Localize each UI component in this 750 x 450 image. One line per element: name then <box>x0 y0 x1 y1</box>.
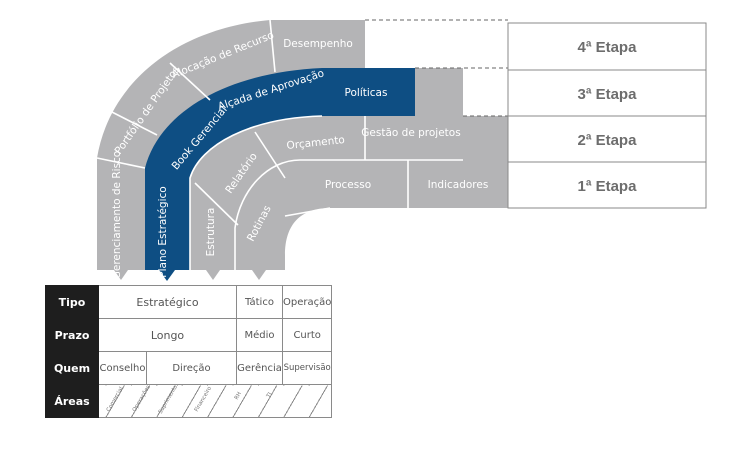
politicas-label: Políticas <box>345 87 388 99</box>
pointer-plan <box>159 270 175 281</box>
quem-conselho: Conselho <box>98 351 147 385</box>
indicadores-label: Indicadores <box>428 179 489 191</box>
separators <box>96 19 463 270</box>
area-rh: RH <box>233 391 243 401</box>
row-areas: Áreas Comercial Operações Suprimentos Fi… <box>45 384 333 418</box>
area-suprimentos: Suprimentos <box>157 384 181 416</box>
governance-matrix: Tipo Estratégico Tático Operação Prazo L… <box>45 285 333 418</box>
desempenho-label: Desempenho <box>283 38 353 50</box>
dashed-connectors <box>365 19 508 117</box>
row-header-areas: Áreas <box>45 384 99 418</box>
stage-1-label: 1ª Etapa <box>578 178 638 195</box>
prazo-longo: Longo <box>98 318 237 352</box>
estrutura-label: Estrutura <box>205 208 217 257</box>
row-header-tipo: Tipo <box>45 285 99 319</box>
quem-gerencia: Gerência <box>236 351 283 385</box>
gestao-label: Gestão de projetos <box>361 127 460 139</box>
stage-boxes <box>507 22 707 209</box>
prazo-medio: Médio <box>236 318 283 352</box>
quem-direcao: Direção <box>146 351 237 385</box>
area-comercial: Comercial <box>105 386 125 413</box>
area-ti: TI <box>265 391 274 399</box>
prazo-curto: Curto <box>281 318 333 352</box>
risk-label: Gerenciamento de Risco <box>111 151 123 280</box>
row-quem: Quem Conselho Direção Gerência Supervisã… <box>45 351 333 385</box>
pointer-risk <box>114 270 128 280</box>
row-header-prazo: Prazo <box>45 318 99 352</box>
stage-4-label: 4ª Etapa <box>578 39 638 56</box>
tipo-tatico: Tático <box>236 285 283 319</box>
area-financeiro: Financeiro <box>193 385 214 413</box>
row-tipo: Tipo Estratégico Tático Operação <box>45 285 333 319</box>
plan-label: Plano Estratégico <box>157 186 169 277</box>
area-operacoes: Operações <box>131 384 152 414</box>
quem-supervisao: Supervisão <box>281 351 333 385</box>
row-prazo: Prazo Longo Médio Curto <box>45 318 333 352</box>
processo-label: Processo <box>325 179 371 191</box>
pointer-routines <box>252 270 266 280</box>
areas-cell: Comercial Operações Suprimentos Financei… <box>97 384 333 418</box>
tipo-estrategico: Estratégico <box>98 285 237 319</box>
stage-2-label: 2ª Etapa <box>578 132 638 149</box>
pointer-structure <box>206 270 220 280</box>
row-header-quem: Quem <box>45 351 99 385</box>
blue-band <box>145 68 415 270</box>
tipo-operacao: Operação <box>281 285 333 319</box>
stage-3-label: 3ª Etapa <box>578 86 638 103</box>
